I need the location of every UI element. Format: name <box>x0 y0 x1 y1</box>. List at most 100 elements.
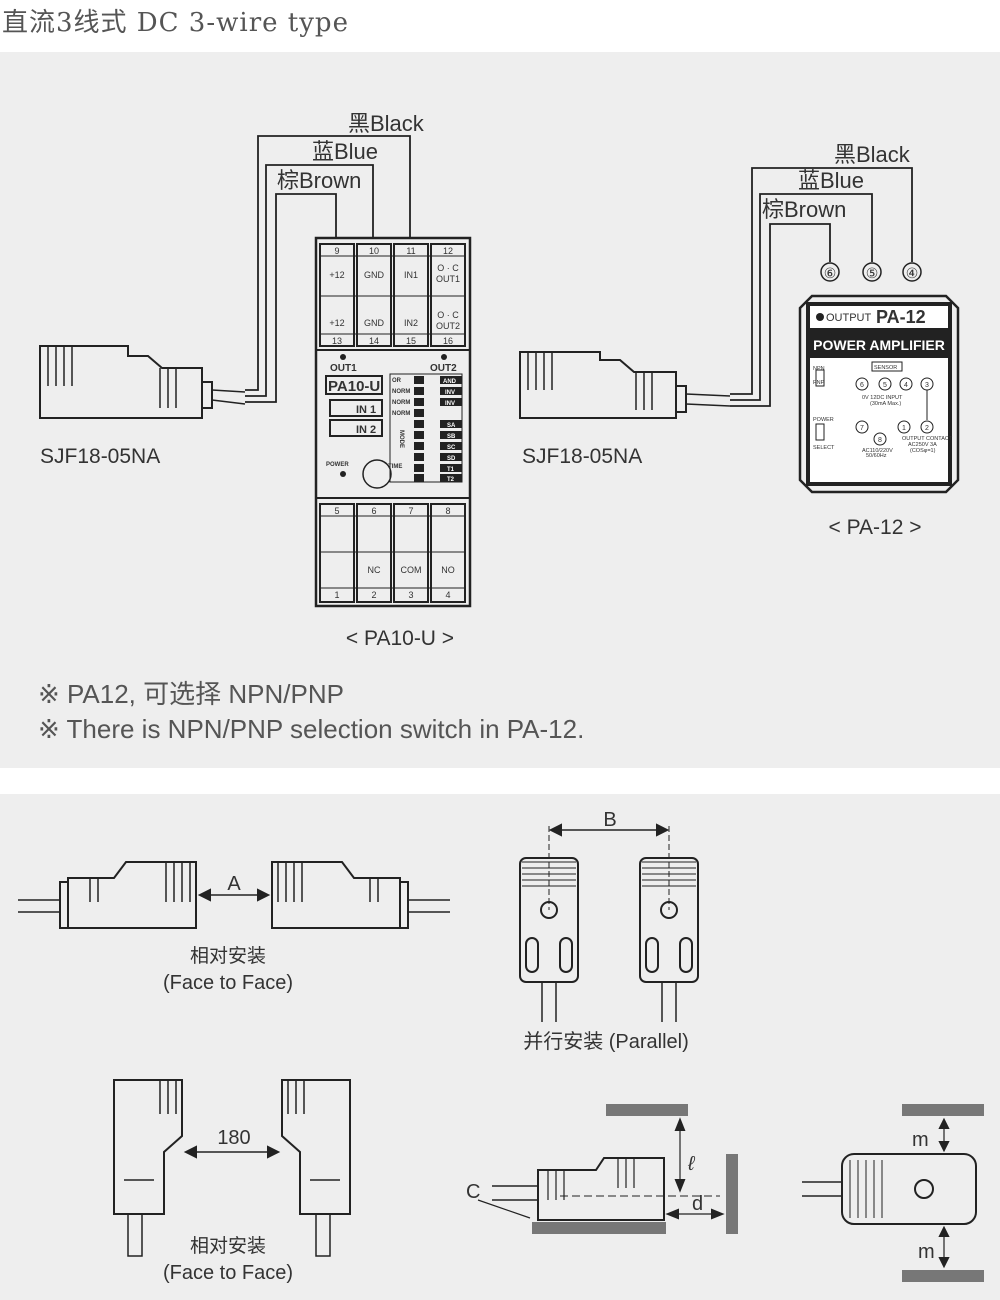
pa10u-switch-label: SC <box>447 445 456 451</box>
pa10u-caption: < PA10-U > <box>346 627 454 650</box>
pa12-sensor: SENSOR <box>874 365 897 371</box>
pa10u-mode: MODE <box>398 430 404 448</box>
pa10u-num: 14 <box>369 336 379 346</box>
pa12-power: POWER <box>813 417 834 423</box>
pa10u-num: 12 <box>443 246 453 256</box>
pa10u-num: 9 <box>334 246 339 256</box>
pa10u-switch-label: INV <box>445 401 455 407</box>
mounting-diagram <box>477 1104 738 1234</box>
pa10u-terminal: +12 <box>329 318 344 328</box>
page-title: 直流3线式 DC 3-wire type <box>2 8 349 38</box>
pa12-output-contact-cos: (COSφ=1) <box>910 448 936 454</box>
dim-m-top: m <box>912 1129 929 1151</box>
parallel-b <box>519 823 699 1022</box>
pa10u-num: 13 <box>332 336 342 346</box>
pa10u-terminal: OUT2 <box>436 321 460 331</box>
pa10u-switch-label: SB <box>447 434 456 440</box>
dim-c: C <box>466 1181 480 1203</box>
pa10u-switch-label: INV <box>445 390 455 396</box>
note-cn: ※ PA12, 可选择 NPN/PNP <box>38 679 344 709</box>
pa10u-terminal: +12 <box>329 270 344 280</box>
right-sensor-model: SJF18-05NA <box>522 445 642 468</box>
dim-b: B <box>603 809 616 831</box>
face-caption-en: (Face to Face) <box>163 972 293 994</box>
left-sensor <box>39 345 246 419</box>
pa12-pin: 4 <box>904 382 908 389</box>
left-wires <box>245 135 411 403</box>
pa10u-num: 1 <box>334 590 339 600</box>
left-blue-label: 蓝Blue <box>312 139 378 164</box>
pa12-caption: < PA-12 > <box>828 516 921 539</box>
pa12-pnp: PNP <box>813 380 825 386</box>
note-en: ※ There is NPN/PNP selection switch in P… <box>38 714 585 744</box>
pa10u-terminal: IN1 <box>404 270 418 280</box>
pa12-banner: POWER AMPLIFIER <box>813 337 945 353</box>
pa10u-switch-label: T2 <box>447 477 455 483</box>
face-caption-cn: 相对安装 <box>190 945 266 967</box>
pa10u-out2: OUT2 <box>430 363 457 374</box>
pa10u-terminal: GND <box>364 318 385 328</box>
pa10u-switch-label: SA <box>447 423 456 429</box>
pa12-pin: 6 <box>860 382 864 389</box>
pa12-sensor-spec2: (30mA Max.) <box>870 401 901 407</box>
pa12-terminal: ⑤ <box>866 265 879 281</box>
pa10u-num: 5 <box>334 506 339 516</box>
mounting-m-diagram <box>802 1104 984 1282</box>
pa10u-terminal: OUT1 <box>436 274 460 284</box>
pa12-pin: 7 <box>860 425 864 432</box>
pa12-output-contact: OUTPUT CONTACT <box>902 436 953 442</box>
right-black-label: 黑Black <box>834 142 911 167</box>
pa10u-terminal: O · C <box>437 310 459 320</box>
left-sensor-model: SJF18-05NA <box>40 445 160 468</box>
pa10u-time: TIME <box>388 464 402 470</box>
parallel-caption: 并行安装 (Parallel) <box>523 1030 689 1053</box>
dim-d: d <box>692 1193 703 1215</box>
pa10u-num: 4 <box>445 590 450 600</box>
pa12-output-contact-v: AC250V 3A <box>908 442 937 448</box>
left-black-label: 黑Black <box>348 111 425 136</box>
pa10u-terminal: NO <box>441 565 455 575</box>
pa10u-num: 8 <box>445 506 450 516</box>
pa10u-in1: IN 1 <box>356 404 376 416</box>
pa12-select: SELECT <box>813 445 835 451</box>
pa10u-switch-label: NORM <box>392 411 410 417</box>
right-brown-label: 棕Brown <box>762 197 846 222</box>
pa12-power-spec: AC110/220V <box>862 448 893 454</box>
face-caption-cn-2: 相对安装 <box>190 1235 266 1257</box>
pa10u-switch-label: NORM <box>392 389 410 395</box>
pa12-sensor-spec: 0V 12DC INPUT <box>862 395 903 401</box>
pa10u-module <box>314 236 472 608</box>
pa12-pin: 2 <box>925 425 929 432</box>
dim-l: ℓ <box>687 1153 696 1175</box>
pa10u-out1: OUT1 <box>330 363 357 374</box>
pa12-model: PA-12 <box>876 307 926 327</box>
pa12-npn: NPN <box>813 366 825 372</box>
pa10u-switch-label: T1 <box>447 467 455 473</box>
pa10u-switch-label: AND <box>443 379 457 385</box>
pa10u-num: 16 <box>443 336 453 346</box>
pa12-terminal: ⑥ <box>824 265 837 281</box>
pa10u-num: 3 <box>408 590 413 600</box>
dim-m-bottom: m <box>918 1241 935 1263</box>
dim-180: 180 <box>217 1127 250 1149</box>
pa10u-num: 7 <box>408 506 413 516</box>
face-to-face-a <box>18 861 450 929</box>
dim-a: A <box>227 873 241 895</box>
pa12-pin: 5 <box>883 382 887 389</box>
right-wires <box>730 167 922 407</box>
pa10u-num: 10 <box>369 246 379 256</box>
pa10u-num: 6 <box>371 506 376 516</box>
right-sensor <box>519 351 731 419</box>
pa12-pin: 8 <box>878 437 882 444</box>
pa10u-terminal: COM <box>401 565 422 575</box>
face-to-face-180 <box>113 1079 351 1257</box>
pa12-terminal: ④ <box>906 265 919 281</box>
pa12-output-led <box>816 313 824 321</box>
pa10u-num: 2 <box>371 590 376 600</box>
pa10u-in2: IN 2 <box>356 424 376 436</box>
pa10u-terminal: GND <box>364 270 385 280</box>
pa10u-num: 15 <box>406 336 416 346</box>
pa10u-terminal: O · C <box>437 263 459 273</box>
pa10u-model: PA10-U <box>328 378 380 395</box>
